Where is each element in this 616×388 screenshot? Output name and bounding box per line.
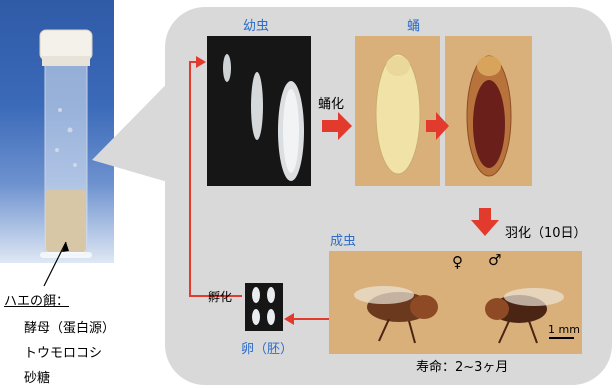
arrow-larva-to-pupa: [322, 112, 352, 140]
larva-label: 幼虫: [243, 15, 269, 34]
egg-label: 卵（胚）: [241, 338, 293, 357]
food-title: ハエの餌：: [4, 290, 69, 309]
food-item-yeast: 酵母（蛋白源）: [24, 317, 115, 336]
adult-label: 成虫: [330, 230, 356, 249]
arrow-egg-to-larva-line: [190, 62, 242, 296]
food-item-corn: トウモロコシ: [24, 342, 102, 361]
food-item-sugar: 砂糖: [24, 367, 50, 386]
lifespan-label: 寿命：2~3ヶ月: [416, 356, 508, 375]
arrow-egg-to-larva-head: [196, 56, 206, 68]
arrow-pupa-to-adult: [471, 208, 499, 236]
female-symbol: ♀: [452, 253, 463, 271]
arrow-adult-to-egg-head: [284, 313, 294, 325]
pupa-label: 蛹: [407, 15, 420, 34]
arrow-pupa-to-pupa: [426, 112, 449, 140]
scale-bar-label: 1 mm: [548, 323, 580, 336]
pupation-label: 蛹化: [318, 93, 344, 112]
eclosion-label: 羽化（10日）: [505, 222, 587, 241]
male-symbol: ♂: [488, 251, 501, 269]
hatching-label: 孵化: [208, 288, 232, 305]
